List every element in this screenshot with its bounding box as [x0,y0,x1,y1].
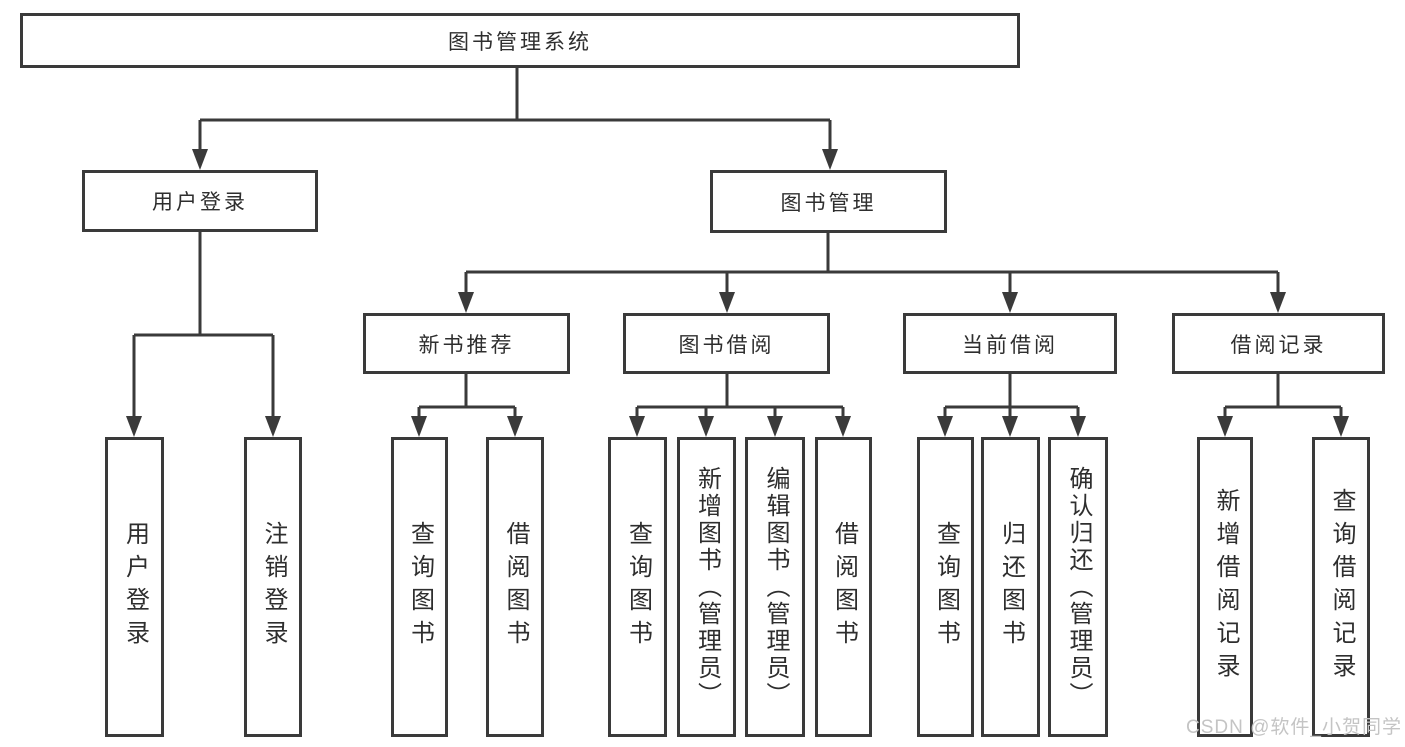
leaf-confirm-return-admin: 确认归还（管理员） [1048,437,1108,737]
leaf-query-borrow-record: 查询借阅记录 [1312,437,1370,737]
leaf-logout: 注销登录 [244,437,302,737]
node-book-borrow: 图书借阅 [623,313,830,374]
leaf-borrow-books: 借阅图书 [815,437,872,737]
leaf-query-books-borrow: 查询图书 [608,437,667,737]
leaf-add-books-admin: 新增图书（管理员） [677,437,736,737]
leaf-user-login: 用户登录 [105,437,164,737]
csdn-watermark: CSDN @软件_小贺同学 [1186,717,1402,738]
node-library-management-system: 图书管理系统 [20,13,1020,68]
leaf-borrow-books-recommend: 借阅图书 [486,437,544,737]
node-user-login: 用户登录 [82,170,318,232]
leaf-query-books-recommend: 查询图书 [391,437,448,737]
leaf-return-books: 归还图书 [981,437,1040,737]
node-book-management: 图书管理 [710,170,947,233]
leaf-edit-books-admin: 编辑图书（管理员） [745,437,805,737]
node-current-borrow: 当前借阅 [903,313,1117,374]
leaf-add-borrow-record: 新增借阅记录 [1197,437,1253,737]
node-new-book-recommend: 新书推荐 [363,313,570,374]
leaf-query-books-current: 查询图书 [917,437,974,737]
node-borrow-records: 借阅记录 [1172,313,1385,374]
